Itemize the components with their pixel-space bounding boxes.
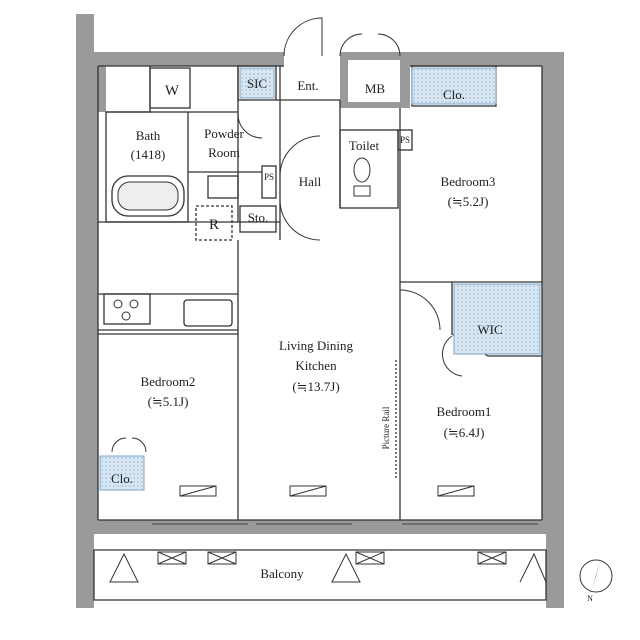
storage-label: Sto.	[248, 210, 269, 225]
bath-label: Bath	[136, 128, 161, 143]
refrigerator-label: R	[209, 217, 219, 233]
ldk-label-1: Living Dining	[279, 338, 354, 353]
wic-label: WIC	[477, 322, 502, 337]
closet-bed2-label: Clo.	[111, 471, 133, 486]
ldk-size: (≒13.7J)	[292, 379, 339, 394]
sic-label: SIC	[247, 76, 267, 91]
bedroom1-size: (≒6.4J)	[444, 425, 485, 440]
closets	[99, 67, 541, 491]
hall-label: Hall	[299, 174, 322, 189]
bath-size: (1418)	[131, 147, 166, 162]
interior-walls	[93, 65, 547, 601]
picture-rail-label: Picture Rail	[381, 406, 391, 449]
bedroom1-label: Bedroom1	[437, 404, 492, 419]
toilet-label: Toilet	[349, 138, 380, 153]
toilet-fixture	[353, 157, 371, 197]
bedroom2-size: (≒5.1J)	[148, 394, 189, 409]
door-swings	[111, 17, 463, 453]
balcony-fixtures	[109, 551, 547, 583]
ldk-label-2: Kitchen	[295, 358, 337, 373]
powder-label-1: Powder	[204, 126, 244, 141]
ent-label: Ent.	[297, 78, 318, 93]
bedroom3-size: (≒5.2J)	[448, 194, 489, 209]
mb-label: MB	[365, 81, 386, 96]
window-marks	[179, 485, 475, 497]
powder-label-2: Room	[208, 145, 240, 160]
bathtub	[111, 175, 185, 217]
stove-icon	[113, 299, 139, 321]
north-compass	[579, 559, 613, 593]
bedroom3-label: Bedroom3	[441, 174, 496, 189]
north-label: N	[587, 594, 593, 603]
balcony-label: Balcony	[260, 566, 304, 581]
ps-mid-label: PS	[264, 172, 274, 182]
washer-label: W	[165, 83, 180, 99]
bedroom2-label: Bedroom2	[141, 374, 196, 389]
closet-top-label: Clo.	[443, 87, 465, 102]
ps-top-label: PS	[400, 135, 410, 145]
